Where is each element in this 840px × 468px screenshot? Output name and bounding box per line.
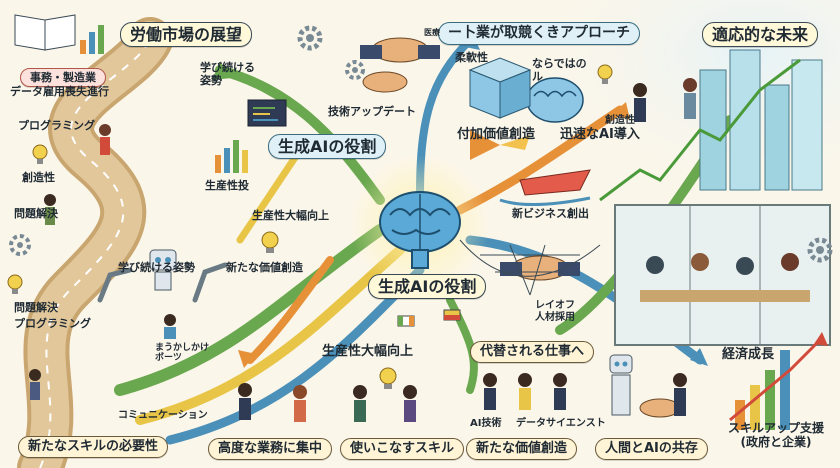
skillup-support-label: スキルアップ支援 (政府と企業) (728, 421, 825, 449)
robot-caption-label: まうかしかけ ボーツ (155, 343, 210, 364)
growth-line (599, 58, 801, 202)
bar-chart-icon (80, 25, 104, 54)
people-figures (29, 78, 697, 422)
rapid-ai-label: 迅速なAI導入 (560, 127, 640, 142)
brain-icon (350, 155, 490, 295)
communication-label: コミュニケーション (118, 410, 208, 421)
tech-update-label: 技術アップデート (328, 105, 416, 118)
keep-learning-label-bottom: 学び続ける姿勢 (118, 261, 195, 274)
city-skyline-icon (699, 49, 823, 191)
lightbulb-icon (7, 274, 23, 294)
ai-tech-label: AI技術 (470, 418, 502, 429)
data-scientist-label: データサイエンスト (516, 418, 606, 429)
lightbulb-icon (379, 367, 397, 389)
cube-icon (468, 57, 532, 119)
master-skills-title: 使いこなすスキル (340, 438, 465, 460)
lightbulb-icon (261, 231, 279, 253)
programming-label-top: プログラミング (18, 119, 95, 132)
productivity-invest-label: 生産性投 (205, 179, 249, 192)
problem-solving-label-top: 問題解決 (14, 207, 58, 220)
flag-icon (443, 309, 461, 321)
office-scene (614, 204, 831, 346)
bar-chart-icon (215, 140, 248, 173)
office-manufacturing-label: 事務・製造業 (20, 68, 106, 88)
creativity-label: 創造性 (22, 171, 55, 184)
lightbulb-icon (32, 144, 48, 164)
medical-tag: 医療 (424, 28, 440, 37)
brain-icon (526, 77, 584, 123)
rocket-icon (470, 130, 530, 160)
adaptive-future-title: 適応的な未来 (702, 22, 819, 48)
programming-label-bottom: プログラミング (14, 317, 91, 330)
gear-icon (9, 234, 31, 256)
bar-chart-icon (729, 332, 828, 430)
creativity-tech-label: 創造性 (605, 115, 635, 126)
data-jobs-loss-label: データ雇用喪失進行 (10, 85, 109, 98)
problem-solving-label-bottom: 問題解決 (14, 301, 58, 314)
new-value-creation-label-1: 新たな価値創造 (226, 261, 303, 274)
flexibility-label: 柔軟性 (455, 51, 488, 64)
labor-market-title: 労働市場の展望 (120, 22, 253, 48)
new-value-creation-title-2: 新たな価値創造 (466, 438, 578, 460)
productivity-boost-label-1: 生産性大幅向上 (252, 209, 329, 222)
net-icon (459, 239, 601, 296)
gear-icon (807, 237, 833, 263)
keep-learning-label-top: 学び続ける 姿勢 (200, 61, 255, 87)
book-icon (14, 14, 76, 51)
productivity-boost-label-2: 生産性大幅向上 (322, 344, 414, 359)
flag-icon (397, 315, 415, 327)
lightbulb-icon (597, 64, 613, 84)
speedboat-icon (499, 169, 591, 206)
code-monitor-icon (247, 99, 287, 127)
human-ai-coexist-title: 人間とAIの共存 (595, 438, 708, 460)
value-creation-label: 付加価値創造 (457, 127, 536, 142)
genai-role-top-title: 生成AIの役割 (268, 134, 387, 160)
gear-icon (297, 25, 323, 51)
robot-icon (149, 249, 177, 291)
robot-arm-icon (97, 262, 228, 303)
unique-value-label: ならではの ル (532, 57, 587, 83)
new-skills-need-title: 新たなスキルの必要性 (18, 436, 169, 458)
replaced-jobs-title: 代替される仕事へ (470, 341, 595, 363)
industry-approach-title: ー卜業が取競くきアプローチ (438, 22, 640, 45)
new-business-label: 新ビジネス創出 (512, 207, 589, 220)
handshake-icon (360, 37, 440, 63)
genai-role-center-title: 生成AIの役割 (368, 274, 487, 300)
economic-growth-label: 経済成長 (722, 347, 775, 362)
handshake-icon (362, 71, 408, 93)
gear-icon (345, 60, 365, 80)
robot-icon (609, 354, 633, 416)
focus-advanced-title: 高度な業務に集中 (208, 438, 333, 460)
layoffs-label: レイオフ 人材採用 (535, 300, 575, 323)
winding-road (17, 17, 173, 468)
